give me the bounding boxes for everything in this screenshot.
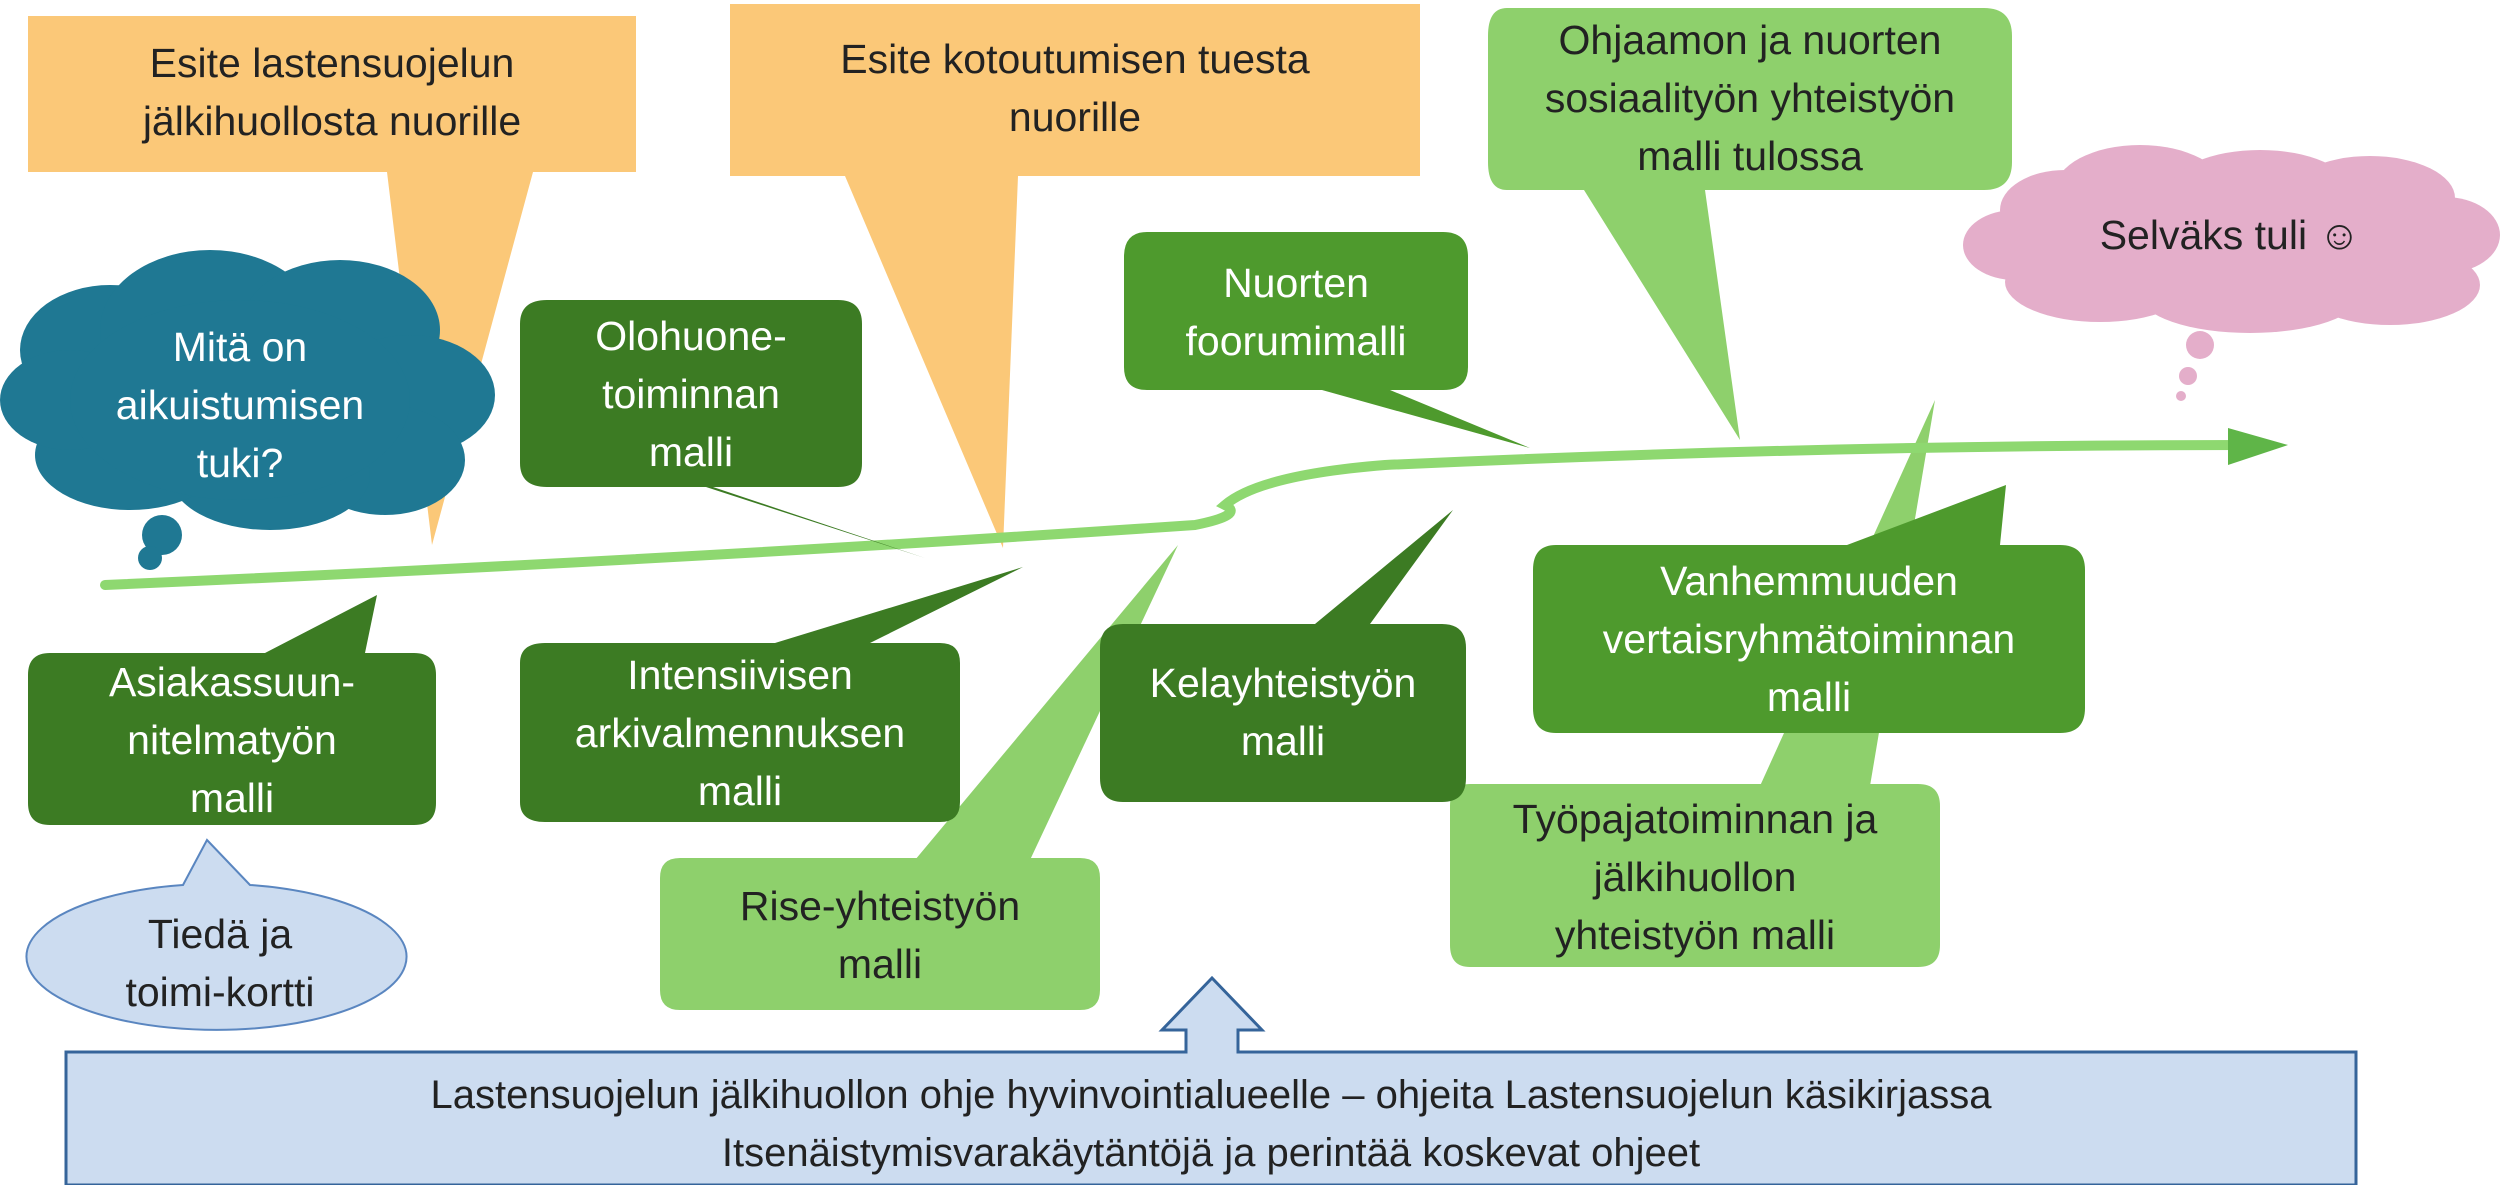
intensiivinen-line-1: Intensiivisen xyxy=(627,652,853,698)
esite-kotoutuminen-line-1: Esite kotoutumisen tuesta xyxy=(840,36,1310,82)
rise-line-1: Rise-yhteistyön xyxy=(739,883,1021,929)
callout-olohuone xyxy=(520,300,925,558)
ohjaamo-line-2: sosiaalityön yhteistyön xyxy=(1544,75,1956,121)
kela-line-1: Kelayhteistyön xyxy=(1149,660,1417,706)
ohjaamo-line-3: malli tulossa xyxy=(1637,133,1863,179)
callout-intensiivinen xyxy=(520,567,1023,822)
esite-jalkihuolto-line-2: jälkihuollosta nuorille xyxy=(142,98,522,144)
label-olohuone: Olohuone- toiminnan malli xyxy=(520,307,862,481)
callout-rise xyxy=(660,545,1178,1010)
label-esite-jalkihuolto: Esite lastensuojelun jälkihuollosta nuor… xyxy=(28,34,636,150)
label-mita-on: Mitä on aikuistumisen tuki? xyxy=(70,318,410,492)
asiakassuunnitelma-line-2: nitelmatyön xyxy=(127,717,337,763)
label-nuorten-foorumi: Nuorten foorumimalli xyxy=(1124,254,1468,370)
callout-vanhemmuus xyxy=(1533,485,2085,733)
timeline-arrow xyxy=(100,428,2288,590)
label-intensiivinen: Intensiivisen arkivalmennuksen malli xyxy=(520,646,960,820)
tyopaja-line-1: Työpajatoiminnan ja xyxy=(1512,796,1878,842)
thought-cloud-mita-on xyxy=(0,250,495,570)
tieda-ja-toimi-line-2: toimi-kortti xyxy=(125,969,315,1015)
thought-cloud-selvaks xyxy=(1963,145,2500,401)
olohuone-line-2: toiminnan xyxy=(602,371,780,417)
esite-jalkihuolto-line-1: Esite lastensuojelun xyxy=(149,40,515,86)
intensiivinen-line-3: malli xyxy=(697,768,783,814)
label-esite-kotoutuminen: Esite kotoutumisen tuesta nuorille xyxy=(730,30,1420,146)
callout-nuorten-foorumi xyxy=(1124,232,1530,448)
selvaks-line-1: Selväks tuli ☺ xyxy=(2099,212,2361,258)
bottom-banner-line-1: Lastensuojelun jälkihuollon ohje hyvinvo… xyxy=(430,1073,1992,1117)
kela-line-2: malli xyxy=(1240,718,1326,764)
intensiivinen-line-2: arkivalmennuksen xyxy=(574,710,906,756)
label-tieda-ja-toimi: Tiedä ja toimi-kortti xyxy=(30,905,410,1021)
asiakassuunnitelma-line-1: Asiakassuun- xyxy=(108,659,356,705)
callout-esite-jalkihuolto xyxy=(28,16,636,545)
callout-kela xyxy=(1100,510,1466,802)
ohjaamo-line-1: Ohjaamon ja nuorten xyxy=(1558,17,1942,63)
label-kela: Kelayhteistyön malli xyxy=(1100,654,1466,770)
callout-asiakassuunnitelma xyxy=(28,595,436,825)
olohuone-line-1: Olohuone- xyxy=(595,313,787,359)
tieda-ja-toimi-line-1: Tiedä ja xyxy=(147,911,293,957)
label-tyopaja: Työpajatoiminnan ja jälkihuollon yhteist… xyxy=(1450,790,1940,964)
tyopaja-line-2: jälkihuollon xyxy=(1593,854,1797,900)
esite-kotoutuminen-line-2: nuorille xyxy=(1008,94,1142,140)
tyopaja-line-3: yhteistyön malli xyxy=(1554,912,1836,958)
bottom-banner-text: Lastensuojelun jälkihuollon ohje hyvinvo… xyxy=(66,1066,2356,1182)
label-selvaks: Selväks tuli ☺ xyxy=(2040,206,2420,264)
asiakassuunnitelma-line-3: malli xyxy=(189,775,275,821)
callout-ohjaamo xyxy=(1488,8,2012,440)
rise-line-2: malli xyxy=(837,941,923,987)
label-asiakassuunnitelma: Asiakassuun- nitelmatyön malli xyxy=(28,653,436,827)
olohuone-line-3: malli xyxy=(648,429,734,475)
nuorten-foorumi-line-1: Nuorten xyxy=(1223,260,1369,306)
nuorten-foorumi-line-2: foorumimalli xyxy=(1185,318,1407,364)
bottom-banner-line-2: Itsenäistymisvarakäytäntöjä ja perintää … xyxy=(721,1131,1701,1175)
label-vanhemmuus: Vanhemmuuden vertaisryhmätoiminnan malli xyxy=(1533,552,2085,726)
mita-on-line-3: tuki? xyxy=(196,440,284,486)
callout-tieda-ja-toimi xyxy=(25,838,408,1031)
label-rise: Rise-yhteistyön malli xyxy=(660,877,1100,993)
label-ohjaamo: Ohjaamon ja nuorten sosiaalityön yhteist… xyxy=(1488,11,2012,185)
callout-esite-kotoutuminen xyxy=(730,4,1420,548)
vanhemmuus-line-3: malli xyxy=(1766,674,1852,720)
vanhemmuus-line-1: Vanhemmuuden xyxy=(1660,558,1958,604)
bottom-banner xyxy=(64,975,2358,1185)
vanhemmuus-line-2: vertaisryhmätoiminnan xyxy=(1602,616,2016,662)
mita-on-line-2: aikuistumisen xyxy=(115,382,365,428)
mita-on-line-1: Mitä on xyxy=(172,324,308,370)
